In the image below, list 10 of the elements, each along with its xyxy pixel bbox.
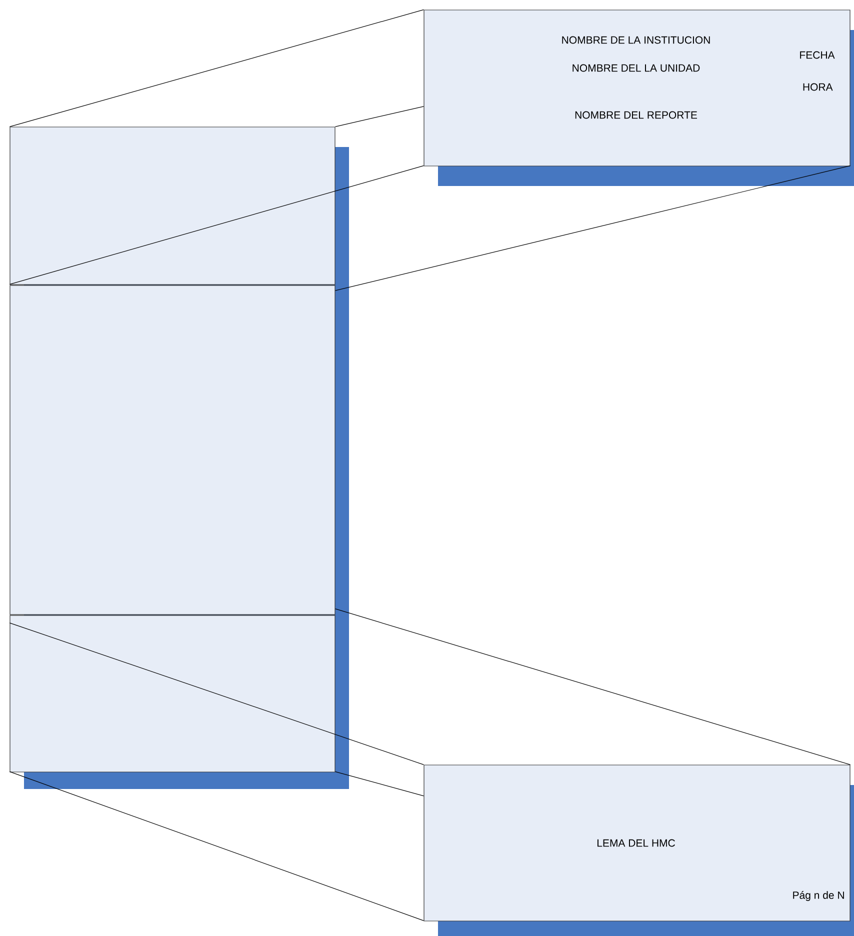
header-detail-box: NOMBRE DE LA INSTITUCION NOMBRE DEL LA UNIDAD NOMBRE DEL REPORTE FECHA HORA bbox=[424, 10, 850, 166]
page-section bbox=[10, 126, 336, 285]
zoom-line bbox=[9, 771, 424, 921]
zoom-line bbox=[9, 622, 424, 765]
zoom-line bbox=[9, 9, 424, 127]
zoom-line bbox=[335, 771, 424, 796]
zoom-line bbox=[9, 165, 424, 285]
zoom-line bbox=[335, 106, 424, 127]
page-section bbox=[10, 615, 336, 772]
footer-detail-box: LEMA DEL HMC Pág n de N bbox=[424, 764, 850, 922]
